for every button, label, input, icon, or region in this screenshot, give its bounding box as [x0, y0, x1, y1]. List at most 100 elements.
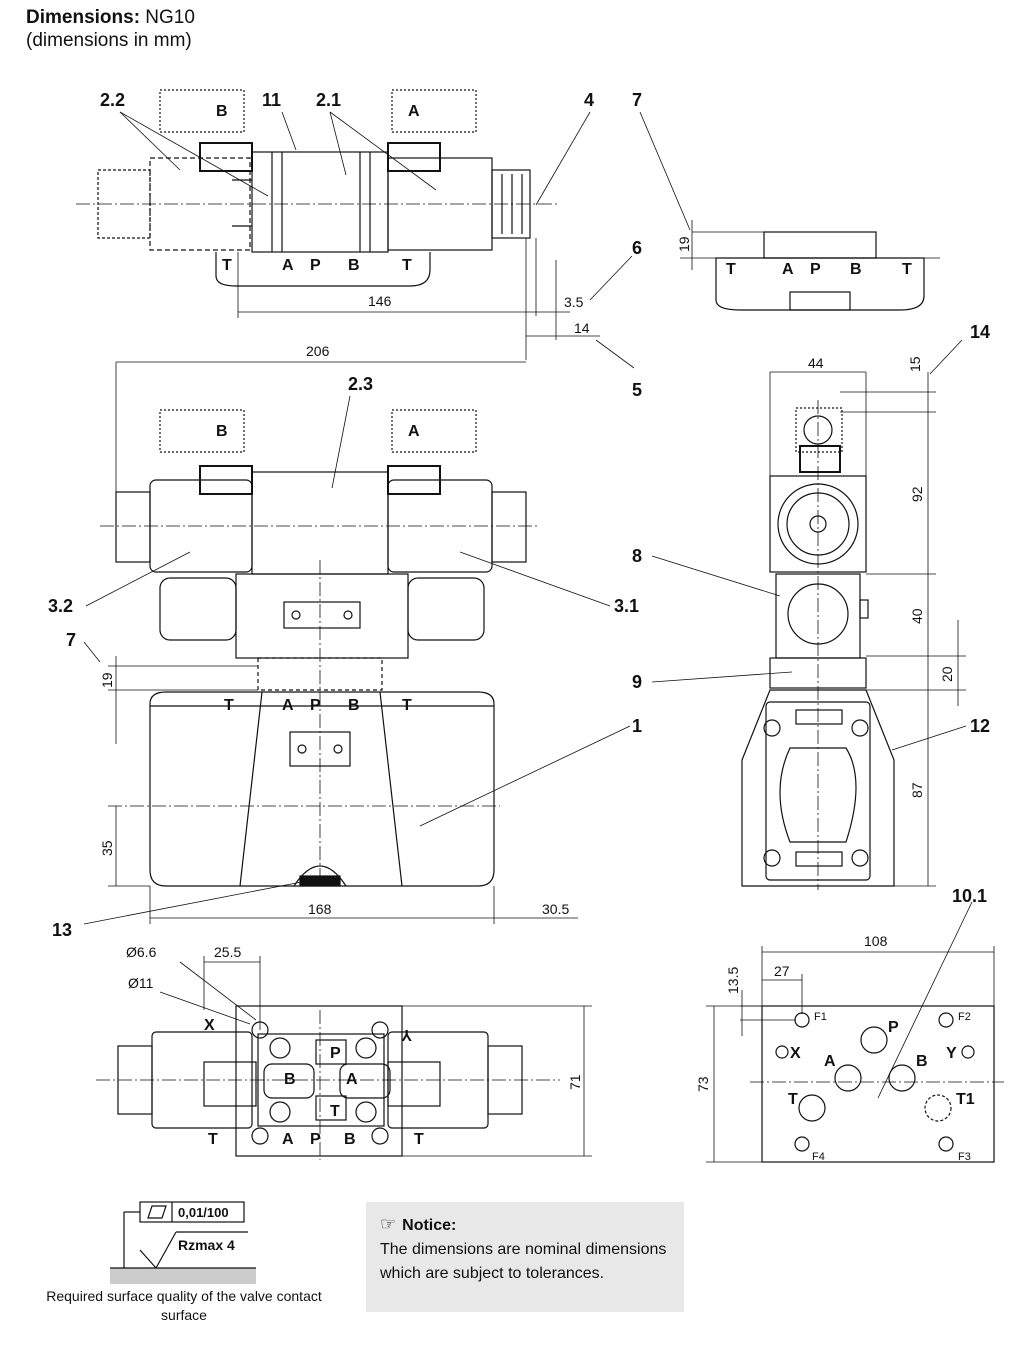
subplate-side-view [639, 111, 940, 311]
dim-25-5: 25.5 [214, 944, 241, 960]
roughness-value: Rzmax 4 [178, 1237, 235, 1253]
dim-20: 20 [939, 666, 955, 682]
solenoid-a-front: A [408, 423, 420, 440]
port-b-front: B [348, 697, 360, 714]
dim-44: 44 [808, 355, 824, 371]
dim-168: 168 [308, 901, 332, 917]
callout-13: 13 [52, 920, 72, 940]
callout-3-1: 3.1 [614, 596, 639, 616]
port-t-side-left: T [726, 261, 736, 278]
front-valve-view [83, 361, 631, 925]
port-a-surface: A [824, 1053, 836, 1070]
port-b-top: B [348, 257, 360, 274]
callout-1: 1 [632, 716, 642, 736]
port-a-side: A [782, 261, 794, 278]
callout-9: 9 [632, 672, 642, 692]
solenoid-a-top: A [408, 103, 420, 120]
notice-title: Notice: [402, 1217, 457, 1234]
dim-206: 206 [306, 343, 330, 359]
dim-92: 92 [909, 486, 925, 502]
notice-box: ☞ Notice: The dimensions are nominal dime… [366, 1202, 684, 1312]
callout-8: 8 [632, 546, 642, 566]
callout-5: 5 [632, 380, 642, 400]
callout-2-1: 2.1 [316, 90, 341, 110]
solenoid-b-top: B [216, 103, 228, 120]
port-b-bottom: B [284, 1071, 296, 1088]
port-p-side: P [810, 261, 821, 278]
port-a-bottom-row: A [282, 1131, 294, 1148]
port-p-bottom-row: P [310, 1131, 321, 1148]
label-f2: F2 [958, 1011, 971, 1023]
label-f1: F1 [814, 1011, 827, 1023]
callout-3-2: 3.2 [48, 596, 73, 616]
side-valve-view [651, 339, 967, 890]
dim-108: 108 [864, 933, 888, 949]
callout-2-2: 2.2 [100, 90, 125, 110]
dim-19-front: 19 [99, 672, 115, 688]
port-x-bottom: X [204, 1017, 215, 1034]
flatness-value: 0,01/100 [178, 1205, 229, 1220]
port-t-side-right: T [902, 261, 912, 278]
port-p-front: P [310, 697, 321, 714]
port-b-surface: B [916, 1053, 928, 1070]
surface-quality-caption: Required surface quality of the valve co… [46, 1288, 322, 1323]
port-t-bottom-right: T [414, 1131, 424, 1148]
port-b-bottom-row: B [344, 1131, 356, 1148]
callout-14: 14 [970, 322, 990, 342]
dim-19-top: 19 [676, 236, 692, 252]
port-b-side: B [850, 261, 862, 278]
port-t-bottom-left: T [208, 1131, 218, 1148]
callout-12: 12 [970, 716, 990, 736]
dim-15: 15 [907, 356, 923, 372]
callout-2-3: 2.3 [348, 374, 373, 394]
port-p-surface: P [888, 1019, 899, 1036]
pointing-hand-icon: ☞ [380, 1214, 397, 1234]
callout-10-1: 10.1 [952, 886, 987, 906]
dim-71: 71 [567, 1074, 583, 1090]
port-a-bottom: A [346, 1071, 358, 1088]
solenoid-b-front: B [216, 423, 228, 440]
port-y-bottom: Y [401, 1026, 412, 1043]
dim-73: 73 [695, 1076, 711, 1092]
dim-30-5: 30.5 [542, 901, 569, 917]
dim-13-5: 13.5 [725, 967, 741, 994]
callout-6: 6 [632, 238, 642, 258]
callout-4: 4 [584, 90, 594, 110]
port-t-bottom-center: T [330, 1103, 340, 1120]
surface-quality-symbol [110, 1201, 256, 1284]
dim-27: 27 [774, 963, 790, 979]
port-t-front-right: T [402, 697, 412, 714]
dim-3-5: 3.5 [564, 294, 584, 310]
page-title: Dimensions: NG10 [26, 7, 195, 28]
dim-35: 35 [99, 840, 115, 856]
port-t-top-right: T [402, 257, 412, 274]
dim-87: 87 [909, 782, 925, 798]
port-a-top: A [282, 257, 294, 274]
port-t-front-left: T [224, 697, 234, 714]
port-p-top: P [310, 257, 321, 274]
label-f3: F3 [958, 1151, 971, 1163]
port-t-surface: T [788, 1091, 798, 1108]
dim-40: 40 [909, 608, 925, 624]
callout-7-top: 7 [632, 90, 642, 110]
port-t-top-left: T [222, 257, 232, 274]
top-valve-view [76, 89, 635, 369]
port-a-front: A [282, 697, 294, 714]
label-f4: F4 [812, 1151, 825, 1163]
bottom-valve-view [96, 956, 592, 1160]
dim-146: 146 [368, 293, 392, 309]
callout-7-front: 7 [66, 630, 76, 650]
port-x-surface: X [790, 1045, 801, 1062]
dim-d11: Ø11 [128, 975, 154, 991]
callout-11: 11 [262, 90, 281, 110]
page-header: Dimensions: NG10 (dimensions in mm) [26, 6, 195, 52]
dim-14: 14 [574, 320, 590, 336]
port-t1-surface: T1 [956, 1091, 975, 1108]
dim-d6-6: Ø6.6 [126, 944, 157, 960]
page-subtitle: (dimensions in mm) [26, 30, 192, 51]
mounting-surface-view [706, 901, 1004, 1163]
port-y-surface: Y [946, 1045, 957, 1062]
notice-text: The dimensions are nominal dimensions wh… [380, 1241, 667, 1282]
port-p-bottom: P [330, 1045, 341, 1062]
